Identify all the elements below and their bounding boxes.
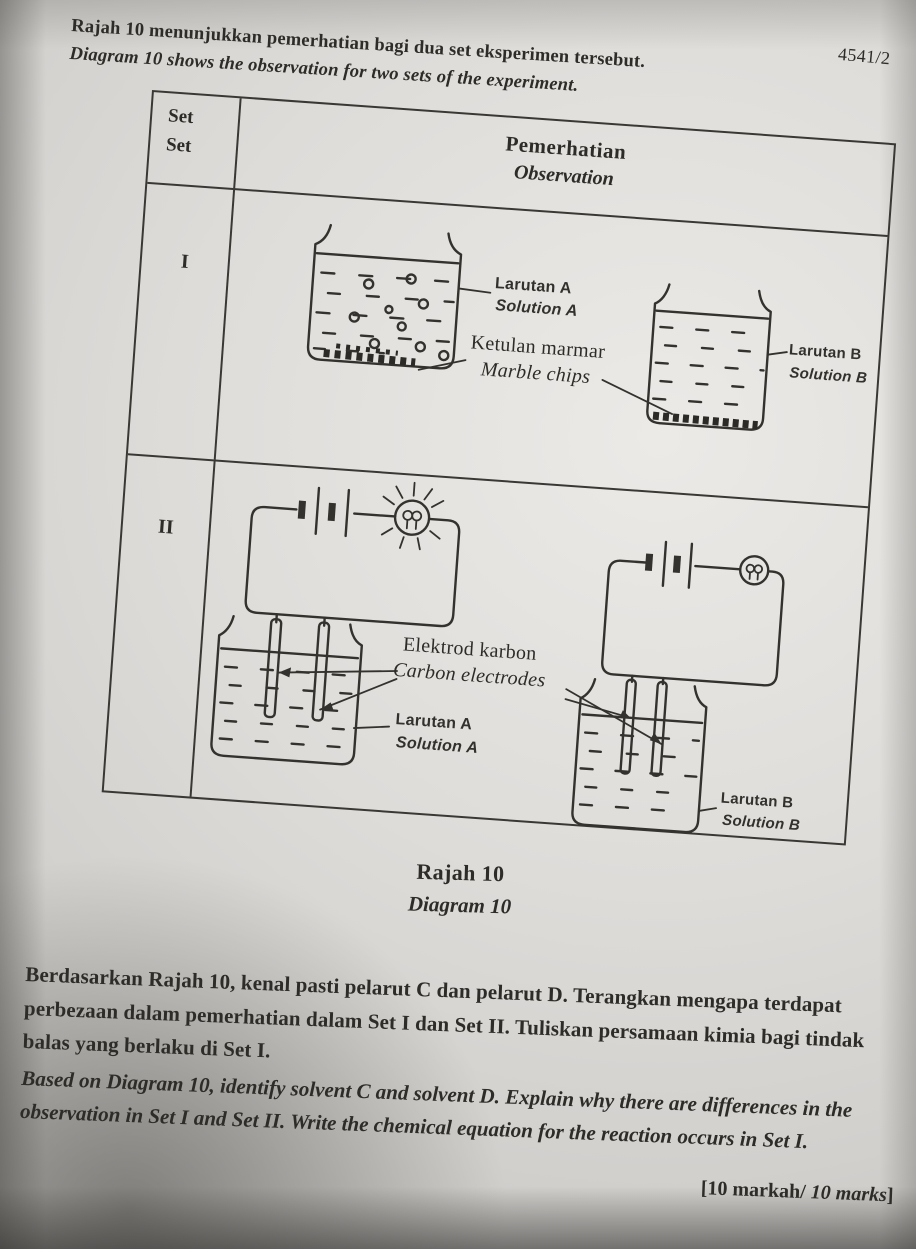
set2-circuits-drawing: [210, 481, 785, 834]
set-header-english: Set: [165, 134, 193, 158]
set-column-header: Set Set: [147, 92, 239, 188]
marks-english: 10 marks: [810, 1181, 888, 1207]
marks-prefix: [10 markah/: [700, 1177, 812, 1204]
observation-table: Set Set Pemerhatian Observation I: [101, 90, 897, 846]
caption-english: Diagram 10: [407, 891, 512, 919]
paper-code: 4541/2: [837, 43, 892, 69]
caption-malay: Rajah 10: [416, 858, 505, 887]
set1-beakers-drawing: [306, 223, 788, 431]
marks-suffix: ]: [886, 1184, 894, 1207]
row-set-2-observation: Elektrod karbon Carbon electrodes Laruta…: [189, 459, 869, 844]
marks-allocation: [10 markah/ 10 marks]: [18, 1151, 896, 1208]
question-block: Berdasarkan Rajah 10, kenal pasti pelaru…: [18, 958, 904, 1208]
row-set-1-observation: Larutan A Solution A Ketulan marmar Marb…: [213, 188, 888, 507]
diagram-caption: Rajah 10 Diagram 10: [329, 856, 591, 921]
